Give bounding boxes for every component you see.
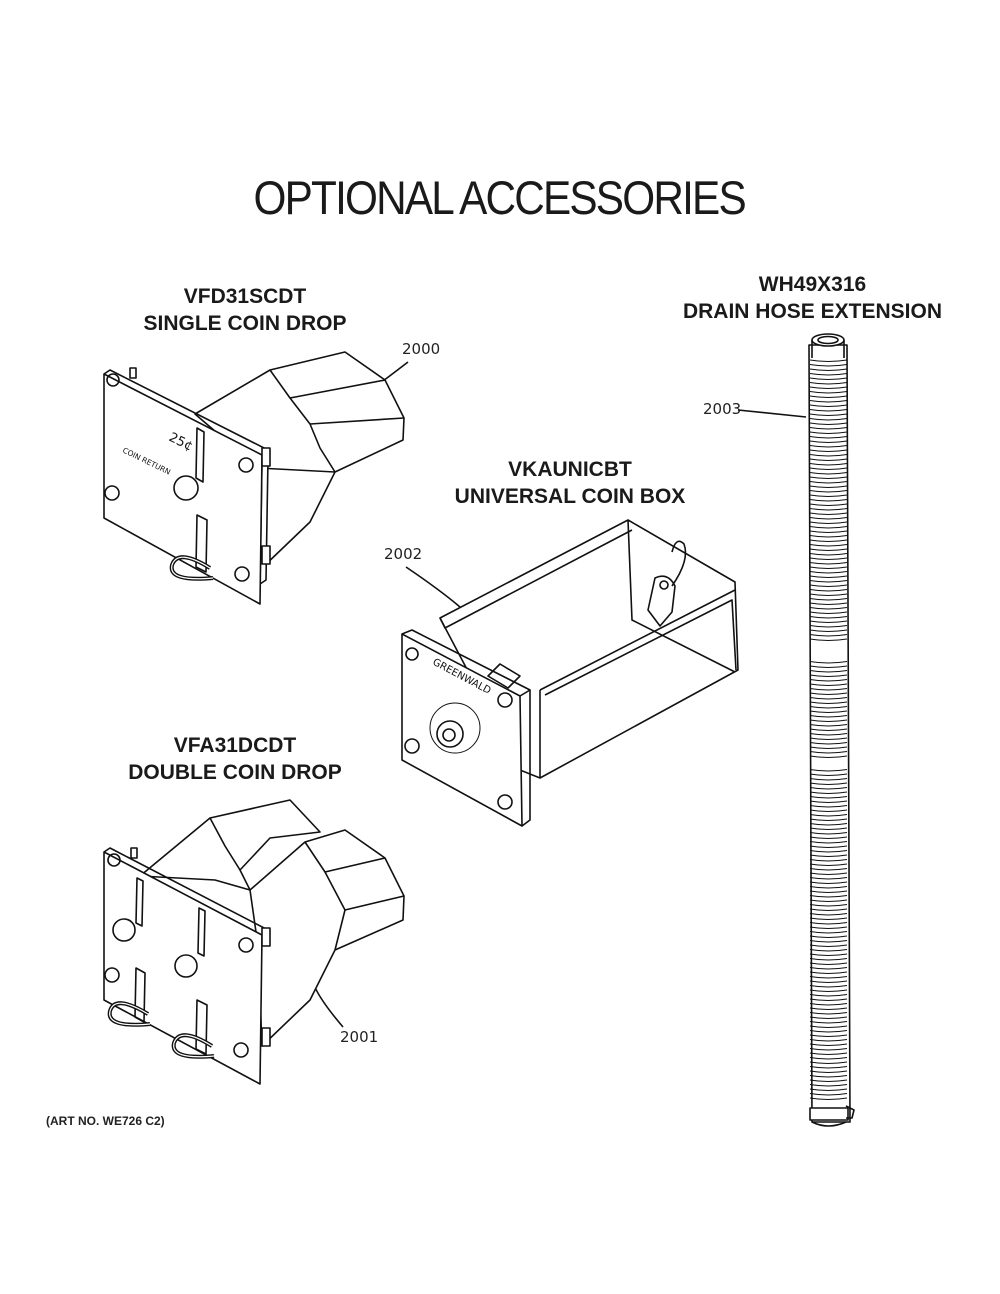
part-name: DRAIN HOSE EXTENSION — [682, 300, 943, 323]
part-number: VFA31DCDT — [173, 734, 297, 757]
double-coin-drop-illustration — [103, 799, 405, 1085]
label-double-coin-drop: VFA31DCDT DOUBLE COIN DROP — [90, 732, 380, 786]
single-coin-drop-illustration: 25¢ COIN RETURN — [103, 351, 405, 605]
part-name: SINGLE COIN DROP — [143, 312, 347, 335]
part-number: VFD31SCDT — [183, 285, 307, 308]
part-name: UNIVERSAL COIN BOX — [454, 485, 686, 508]
universal-coin-box-illustration: GREENWALD — [401, 519, 739, 827]
part-number: VKAUNICBT — [508, 458, 632, 481]
label-universal-coin-box: VKAUNICBT UNIVERSAL COIN BOX — [420, 456, 720, 510]
leader-line-2002 — [405, 566, 461, 608]
art-number: (ART NO. WE726 C2) — [46, 1114, 165, 1128]
part-number: WH49X316 — [758, 273, 867, 296]
page-title: OPTIONAL ACCESSORIES — [253, 171, 747, 224]
leader-line-2001 — [313, 984, 344, 1028]
leader-line-2000 — [382, 361, 409, 382]
label-single-coin-drop: VFD31SCDT SINGLE COIN DROP — [100, 283, 390, 337]
callout-2003: 2003 — [703, 400, 742, 418]
callout-2000: 2000 — [402, 340, 441, 358]
label-drain-hose-extension: WH49X316 DRAIN HOSE EXTENSION — [660, 271, 965, 325]
leader-line-2003 — [737, 409, 807, 418]
callout-2001: 2001 — [340, 1028, 379, 1046]
part-name: DOUBLE COIN DROP — [128, 761, 342, 784]
drain-hose-illustration — [808, 333, 855, 1127]
callout-2002: 2002 — [384, 545, 423, 563]
